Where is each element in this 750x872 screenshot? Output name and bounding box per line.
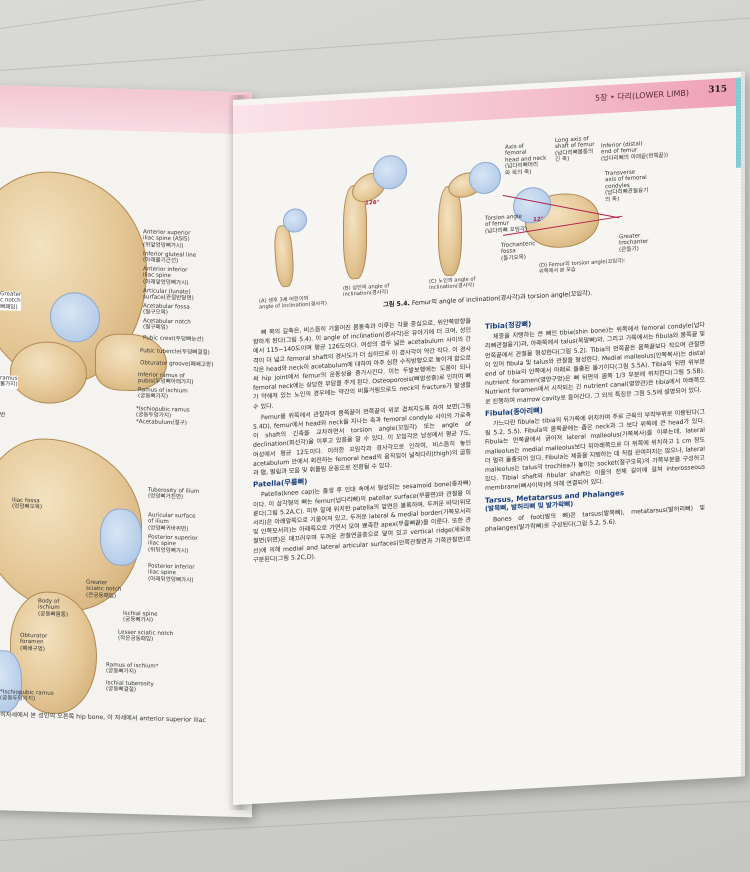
panel-c-caption: (C) 노인의 angle of inclination(경사각) xyxy=(429,276,476,292)
label-acetabular-fossa: Acetabular fossa(절구오목) xyxy=(143,303,190,317)
text-column-left: 뼈 목의 길축은, 비스듬히 기울어진 몸통축과 이루는 각을 중심으로, 위안… xyxy=(253,317,471,567)
label-ischial-tuberosity: Ischial tuberosity(궁둥뼈결절) xyxy=(106,680,154,694)
paragraph: Patella(knee cap)는 출생 후 인대 속에서 형성되는 sesa… xyxy=(253,480,471,564)
femur-elderly-illustration xyxy=(438,185,462,277)
femur-child-head xyxy=(283,207,307,234)
paragraph: 체중을 지탱하는 큰 뼈인 tibia(shin bone)는 위쪽에서 fem… xyxy=(485,321,705,406)
panel-d-caption: (D) Femur의 torsion angle(꼬임각): 위쪽에서 본 모습 xyxy=(539,258,626,275)
text-column-right: Tibia(정강뼈) 체중을 지탱하는 큰 뼈인 tibia(shin bone… xyxy=(485,310,705,537)
panel-b-caption: (B) 성인의 angle of inclination(경사각) xyxy=(343,283,390,298)
floor-seam xyxy=(0,16,750,71)
label-ramus-ischium: Ramus of ischium(궁둥뼈가지) xyxy=(138,387,188,401)
paragraph: 가느다란 fibula는 tibia의 뒤가쪽에 위치하며 주로 근육의 부착부… xyxy=(485,408,705,493)
label-ischiopubic-ramus: *Ischiopubic ramus(궁둥두덩가지)*Acetabulum(절구… xyxy=(136,406,190,427)
acetabulum-fossa xyxy=(50,291,100,344)
left-page-header-band xyxy=(0,85,252,135)
paragraph: 뼈 목의 길축은, 비스듬히 기울어진 몸통축과 이루는 각을 중심으로, 위안… xyxy=(253,317,471,411)
label-iliac-fossa: Iliac fossa(엉덩뼈오목) xyxy=(12,497,43,511)
paragraph: Femur를 위쪽에서 관찰하여 몸쪽끝이 먼쪽끝의 위로 겹쳐지도록 하여 보… xyxy=(253,402,471,477)
left-page-figure-caption: 히자세에서 본 성인의 오른쪽 hip bone, 이 자세에서 anterio… xyxy=(0,711,206,725)
femur-elderly-head xyxy=(469,161,501,195)
right-page: 5장 • 다리(LOWER LIMB) 315 126° 12° Axis of… xyxy=(233,71,745,805)
panel-a-caption: (A) 생후 3세 어린이의 angle of inclination(경사각) xyxy=(259,295,327,311)
femur-adult-head xyxy=(373,154,407,191)
label-acetabular-notch: Acetabular notch(절구패임) xyxy=(143,318,191,332)
auricular-surface xyxy=(100,508,142,567)
label-tuberosity-ilium: Tuberosity of ilium(엉덩뼈거친면) xyxy=(148,487,200,501)
label-inferior-gluteal-line: Inferior gluteal line(아래볼기근선) xyxy=(143,251,197,265)
label-ischial-spine: Ischial spine(궁둥뼈가시) xyxy=(123,610,158,624)
label-inferior-end-femur: Inferior (distal)end of femur(넙다리뼈의 아래끝(… xyxy=(601,141,669,163)
angle-126: 126° xyxy=(365,199,380,207)
angle-12: 12° xyxy=(533,216,544,224)
label-ramus-ischium-2: Ramus of ischium*(궁둥뼈가지) xyxy=(106,662,159,676)
femur-child-illustration xyxy=(272,224,296,289)
label-ischiopubic-ramus-2: *Ischiopubic ramus(궁둥두덩가지) xyxy=(0,689,54,703)
label-lesser-sciatic-notch: Lesser sciatic notch(작은궁둥패임) xyxy=(118,629,174,643)
figure-caption: 그림 5.4. Femur의 angle of inclination(경사각)… xyxy=(383,289,593,309)
label-cut-fragment: 번 xyxy=(0,412,6,419)
label-articular-surface: Articular (lunate)surface(관절반달면) xyxy=(143,288,194,303)
